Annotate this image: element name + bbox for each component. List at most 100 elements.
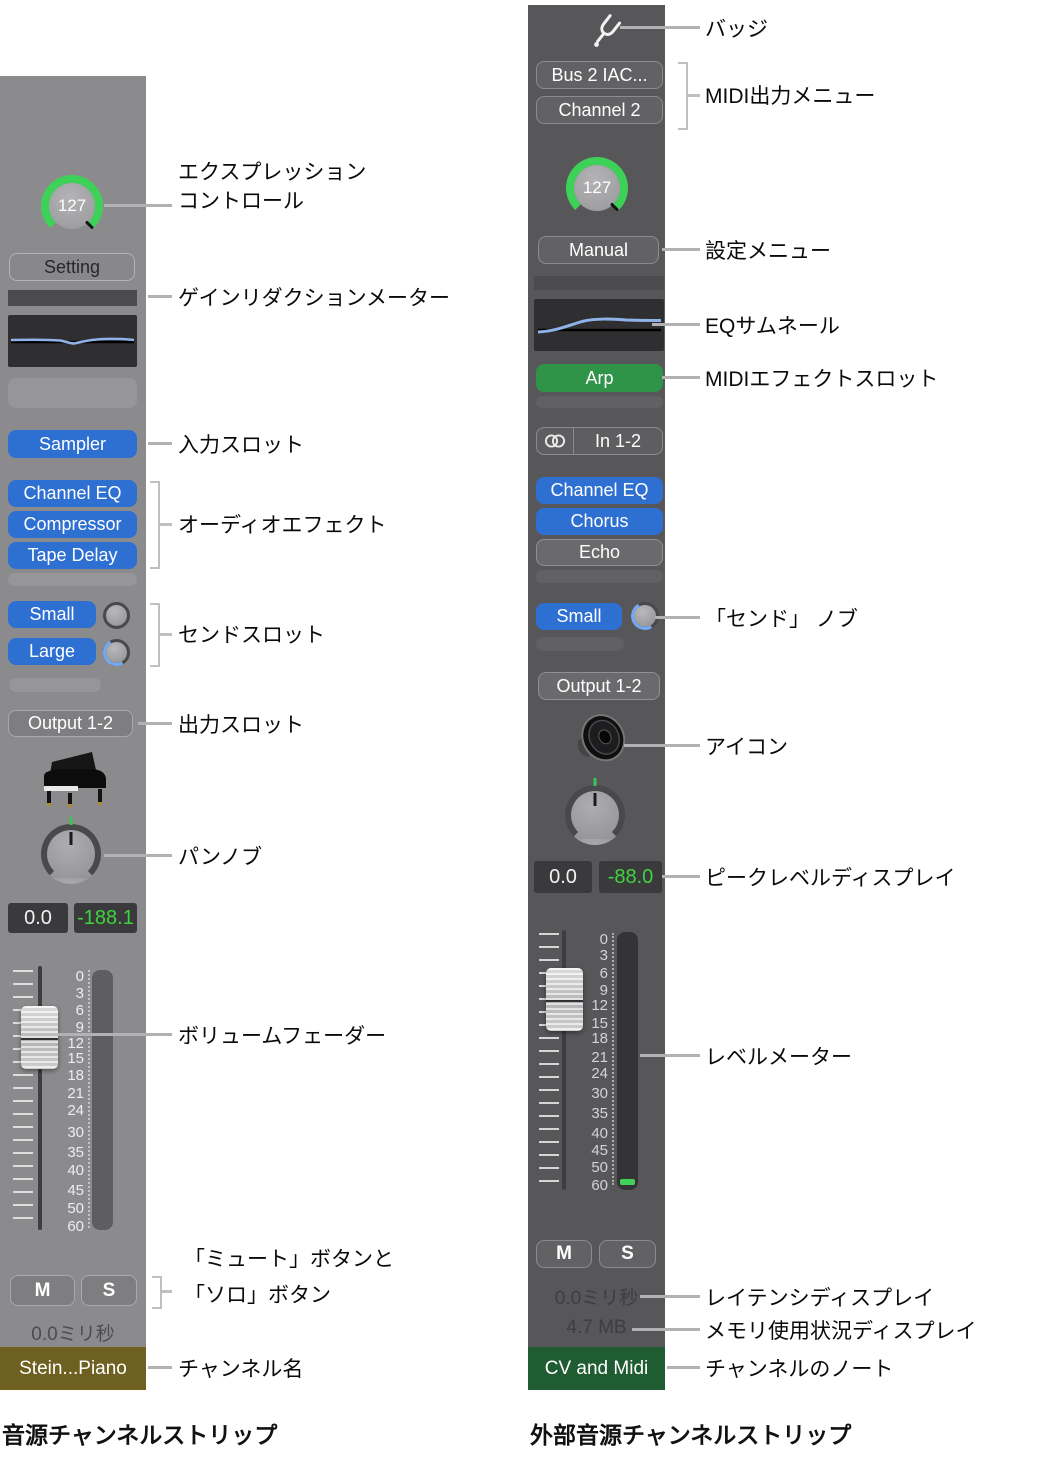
input-format-label[interactable]: In 1-2 — [574, 428, 662, 454]
audio-effect-label: Chorus — [570, 511, 629, 531]
input-slot[interactable]: Sampler — [8, 430, 137, 458]
empty-slot[interactable] — [8, 378, 137, 408]
callout-line — [104, 204, 172, 207]
pan-knob[interactable] — [41, 817, 101, 884]
send-knob-1[interactable] — [103, 602, 130, 629]
output-slot[interactable]: Output 1-2 — [538, 672, 660, 700]
solo-label: S — [621, 1243, 634, 1264]
audio-effect-slot-3-bypassed[interactable]: Echo — [536, 539, 663, 566]
solo-button[interactable]: S — [599, 1240, 656, 1268]
empty-midi-effect-slot[interactable] — [536, 396, 663, 408]
midi-output-channel-menu[interactable]: Channel 2 — [536, 96, 663, 124]
audio-effect-slot-1[interactable]: Channel EQ — [536, 477, 663, 504]
eq-curve-icon — [537, 317, 662, 334]
level-meter — [617, 932, 638, 1190]
setting-label: Setting — [43, 256, 101, 277]
db-scale-tick: 3 — [75, 985, 84, 1002]
fader-track[interactable] — [562, 930, 566, 1190]
callout-bracket — [158, 481, 160, 569]
db-scale-tick: 40 — [67, 1162, 84, 1179]
output-slot-label: Output 1-2 — [27, 713, 114, 733]
db-scale-tick: 12 — [591, 997, 608, 1014]
volume-fader[interactable] — [546, 968, 583, 1031]
send-level-arc — [99, 635, 134, 670]
send-slot-1[interactable]: Small — [8, 601, 96, 628]
send-slot[interactable]: Small — [536, 603, 622, 630]
mute-button[interactable]: M — [536, 1240, 592, 1268]
db-scale-tick: 18 — [591, 1030, 608, 1047]
eq-thumbnail[interactable] — [8, 315, 137, 367]
midi-output-port-menu[interactable]: Bus 2 IAC... — [536, 61, 663, 89]
setting-menu-button[interactable]: Manual — [538, 236, 659, 264]
pan-pointer-icon — [593, 793, 597, 806]
callout-bracket — [150, 567, 160, 569]
volume-value: 0.0 — [549, 865, 577, 888]
callout-bracket — [160, 523, 172, 526]
send-slot-2[interactable]: Large — [8, 638, 96, 665]
meter-tick-divider — [612, 933, 614, 1185]
db-scale-tick: 9 — [599, 982, 608, 999]
audio-effect-label: Tape Delay — [27, 545, 118, 565]
empty-effect-slot[interactable] — [536, 570, 663, 583]
db-scale-tick: 24 — [67, 1102, 84, 1119]
midi-channel-label: Channel 2 — [558, 99, 641, 120]
volume-fader[interactable] — [21, 1006, 58, 1069]
solo-label: S — [102, 1279, 116, 1301]
channel-note-bar[interactable]: CV and Midi — [528, 1347, 665, 1390]
empty-effect-slot[interactable] — [8, 573, 137, 586]
peak-level-display[interactable]: -188.1 — [74, 903, 137, 933]
db-scale-tick: 40 — [591, 1125, 608, 1142]
eq-thumbnail[interactable] — [534, 299, 664, 351]
callout-label: 出力スロット — [178, 714, 304, 737]
callout-label: 「センド」 ノブ — [705, 608, 858, 631]
callout-bracket — [150, 481, 160, 483]
audio-effect-slot-1[interactable]: Channel EQ — [8, 480, 137, 507]
callout-label: メモリ使用状況ディスプレイ — [705, 1320, 977, 1343]
volume-display[interactable]: 0.0 — [534, 861, 592, 893]
callout-line — [632, 1328, 700, 1331]
stereo-format-icon[interactable] — [537, 428, 574, 454]
db-scale-tick: 6 — [599, 965, 608, 982]
piano-icon[interactable] — [26, 744, 118, 808]
audio-effect-slot-2[interactable]: Compressor — [8, 511, 137, 538]
latency-value: 0.0ミリ秒 — [554, 1288, 639, 1309]
mute-button[interactable]: M — [10, 1275, 75, 1306]
instrument-channel-strip: 127 Setting Sampler Channel EQ Compresso… — [0, 76, 146, 1390]
volume-display[interactable]: 0.0 — [8, 903, 68, 933]
callout-line — [662, 875, 700, 878]
expression-value: 127 — [582, 178, 612, 197]
setting-menu-button[interactable]: Setting — [9, 253, 135, 281]
knob-pointer-icon — [84, 220, 95, 230]
speaker-icon[interactable] — [568, 711, 630, 769]
callout-label: エクスプレッション コントロール — [178, 161, 367, 213]
callout-bracket — [160, 633, 172, 636]
expression-control-knob[interactable]: 127 — [566, 157, 628, 219]
output-slot[interactable]: Output 1-2 — [8, 710, 133, 737]
empty-send-slot[interactable] — [9, 678, 101, 692]
setting-label: Manual — [568, 239, 629, 260]
audio-effect-slot-3[interactable]: Tape Delay — [8, 542, 137, 569]
db-scale-tick: 15 — [67, 1050, 84, 1067]
channel-name-bar[interactable]: Stein...Piano — [0, 1347, 146, 1390]
peak-value: -88.0 — [607, 865, 654, 888]
solo-button[interactable]: S — [81, 1275, 137, 1306]
pan-center-tick-icon — [69, 817, 73, 825]
callout-bracket — [152, 1276, 162, 1278]
callout-line — [620, 26, 700, 29]
fader-track[interactable] — [38, 966, 42, 1230]
midi-effect-slot[interactable]: Arp — [536, 364, 663, 392]
db-scale-tick: 30 — [67, 1124, 84, 1141]
empty-send-slot[interactable] — [536, 637, 624, 651]
output-slot-label: Output 1-2 — [556, 675, 642, 696]
pan-center-tick-icon — [593, 778, 597, 786]
expression-control-knob[interactable]: 127 — [41, 175, 103, 237]
tuning-fork-badge-icon — [594, 14, 622, 47]
pan-knob[interactable] — [565, 778, 625, 845]
send-knob-2[interactable] — [99, 635, 134, 670]
input-format-control[interactable]: In 1-2 — [536, 427, 663, 455]
audio-effect-slot-2[interactable]: Chorus — [536, 508, 663, 535]
db-scale-tick: 0 — [75, 968, 84, 985]
peak-level-display[interactable]: -88.0 — [599, 861, 662, 893]
latency-display: 0.0ミリ秒 — [0, 1319, 146, 1346]
callout-line — [624, 744, 700, 747]
